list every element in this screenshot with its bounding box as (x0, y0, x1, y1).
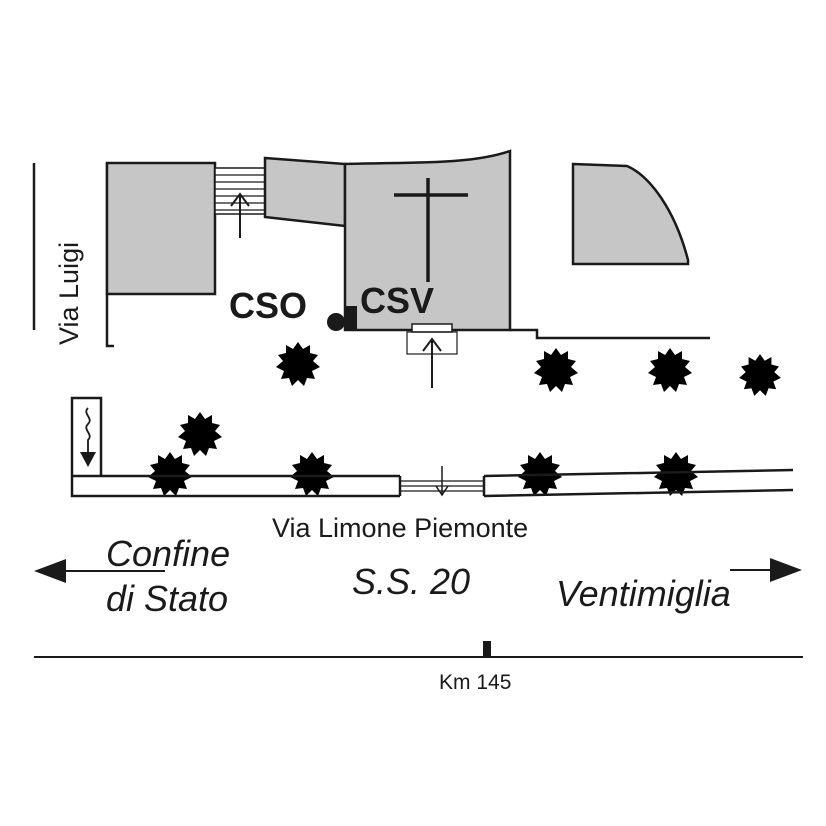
tree-icon (178, 412, 222, 456)
direction-right-label: Ventimiglia (556, 573, 731, 614)
kilometer-label: Km 145 (439, 671, 511, 694)
tree-icon (290, 452, 334, 496)
km-post-icon (483, 641, 491, 657)
building-left (105, 161, 217, 296)
building-middle (263, 156, 347, 228)
tree-icon (534, 348, 578, 392)
cross-icon (394, 178, 468, 282)
river-arrow-icon (80, 407, 96, 467)
direction-left-label-line1: Confine (106, 533, 230, 574)
stairs-entrance-arrow-icon (230, 192, 250, 238)
road-number-label: S.S. 20 (352, 561, 470, 602)
church-entrance-arrow-icon (422, 337, 442, 388)
direction-right-arrow-icon (730, 558, 802, 582)
church-door (411, 323, 453, 333)
tree-icon (654, 452, 698, 496)
circle-marker-icon (327, 313, 345, 331)
crosswalk-arrow-icon (435, 466, 449, 497)
sidewalk-strip (70, 468, 794, 498)
river-channel (70, 396, 103, 476)
station-csv-label: CSV (360, 280, 434, 321)
tree-icon (739, 354, 781, 396)
square-marker-icon (345, 306, 357, 330)
station-cso-label: CSO (229, 285, 307, 326)
via-luigi-label: Via Luigi (54, 242, 84, 345)
building-right (571, 162, 690, 266)
direction-left-label-line2: di Stato (106, 578, 228, 619)
tree-icon (148, 452, 192, 496)
direction-left-arrow-icon (34, 559, 165, 583)
tree-icon (648, 348, 692, 392)
north-street-edge (510, 328, 710, 340)
via-limone-label: Via Limone Piemonte (272, 513, 528, 543)
tree-icon (276, 342, 320, 386)
